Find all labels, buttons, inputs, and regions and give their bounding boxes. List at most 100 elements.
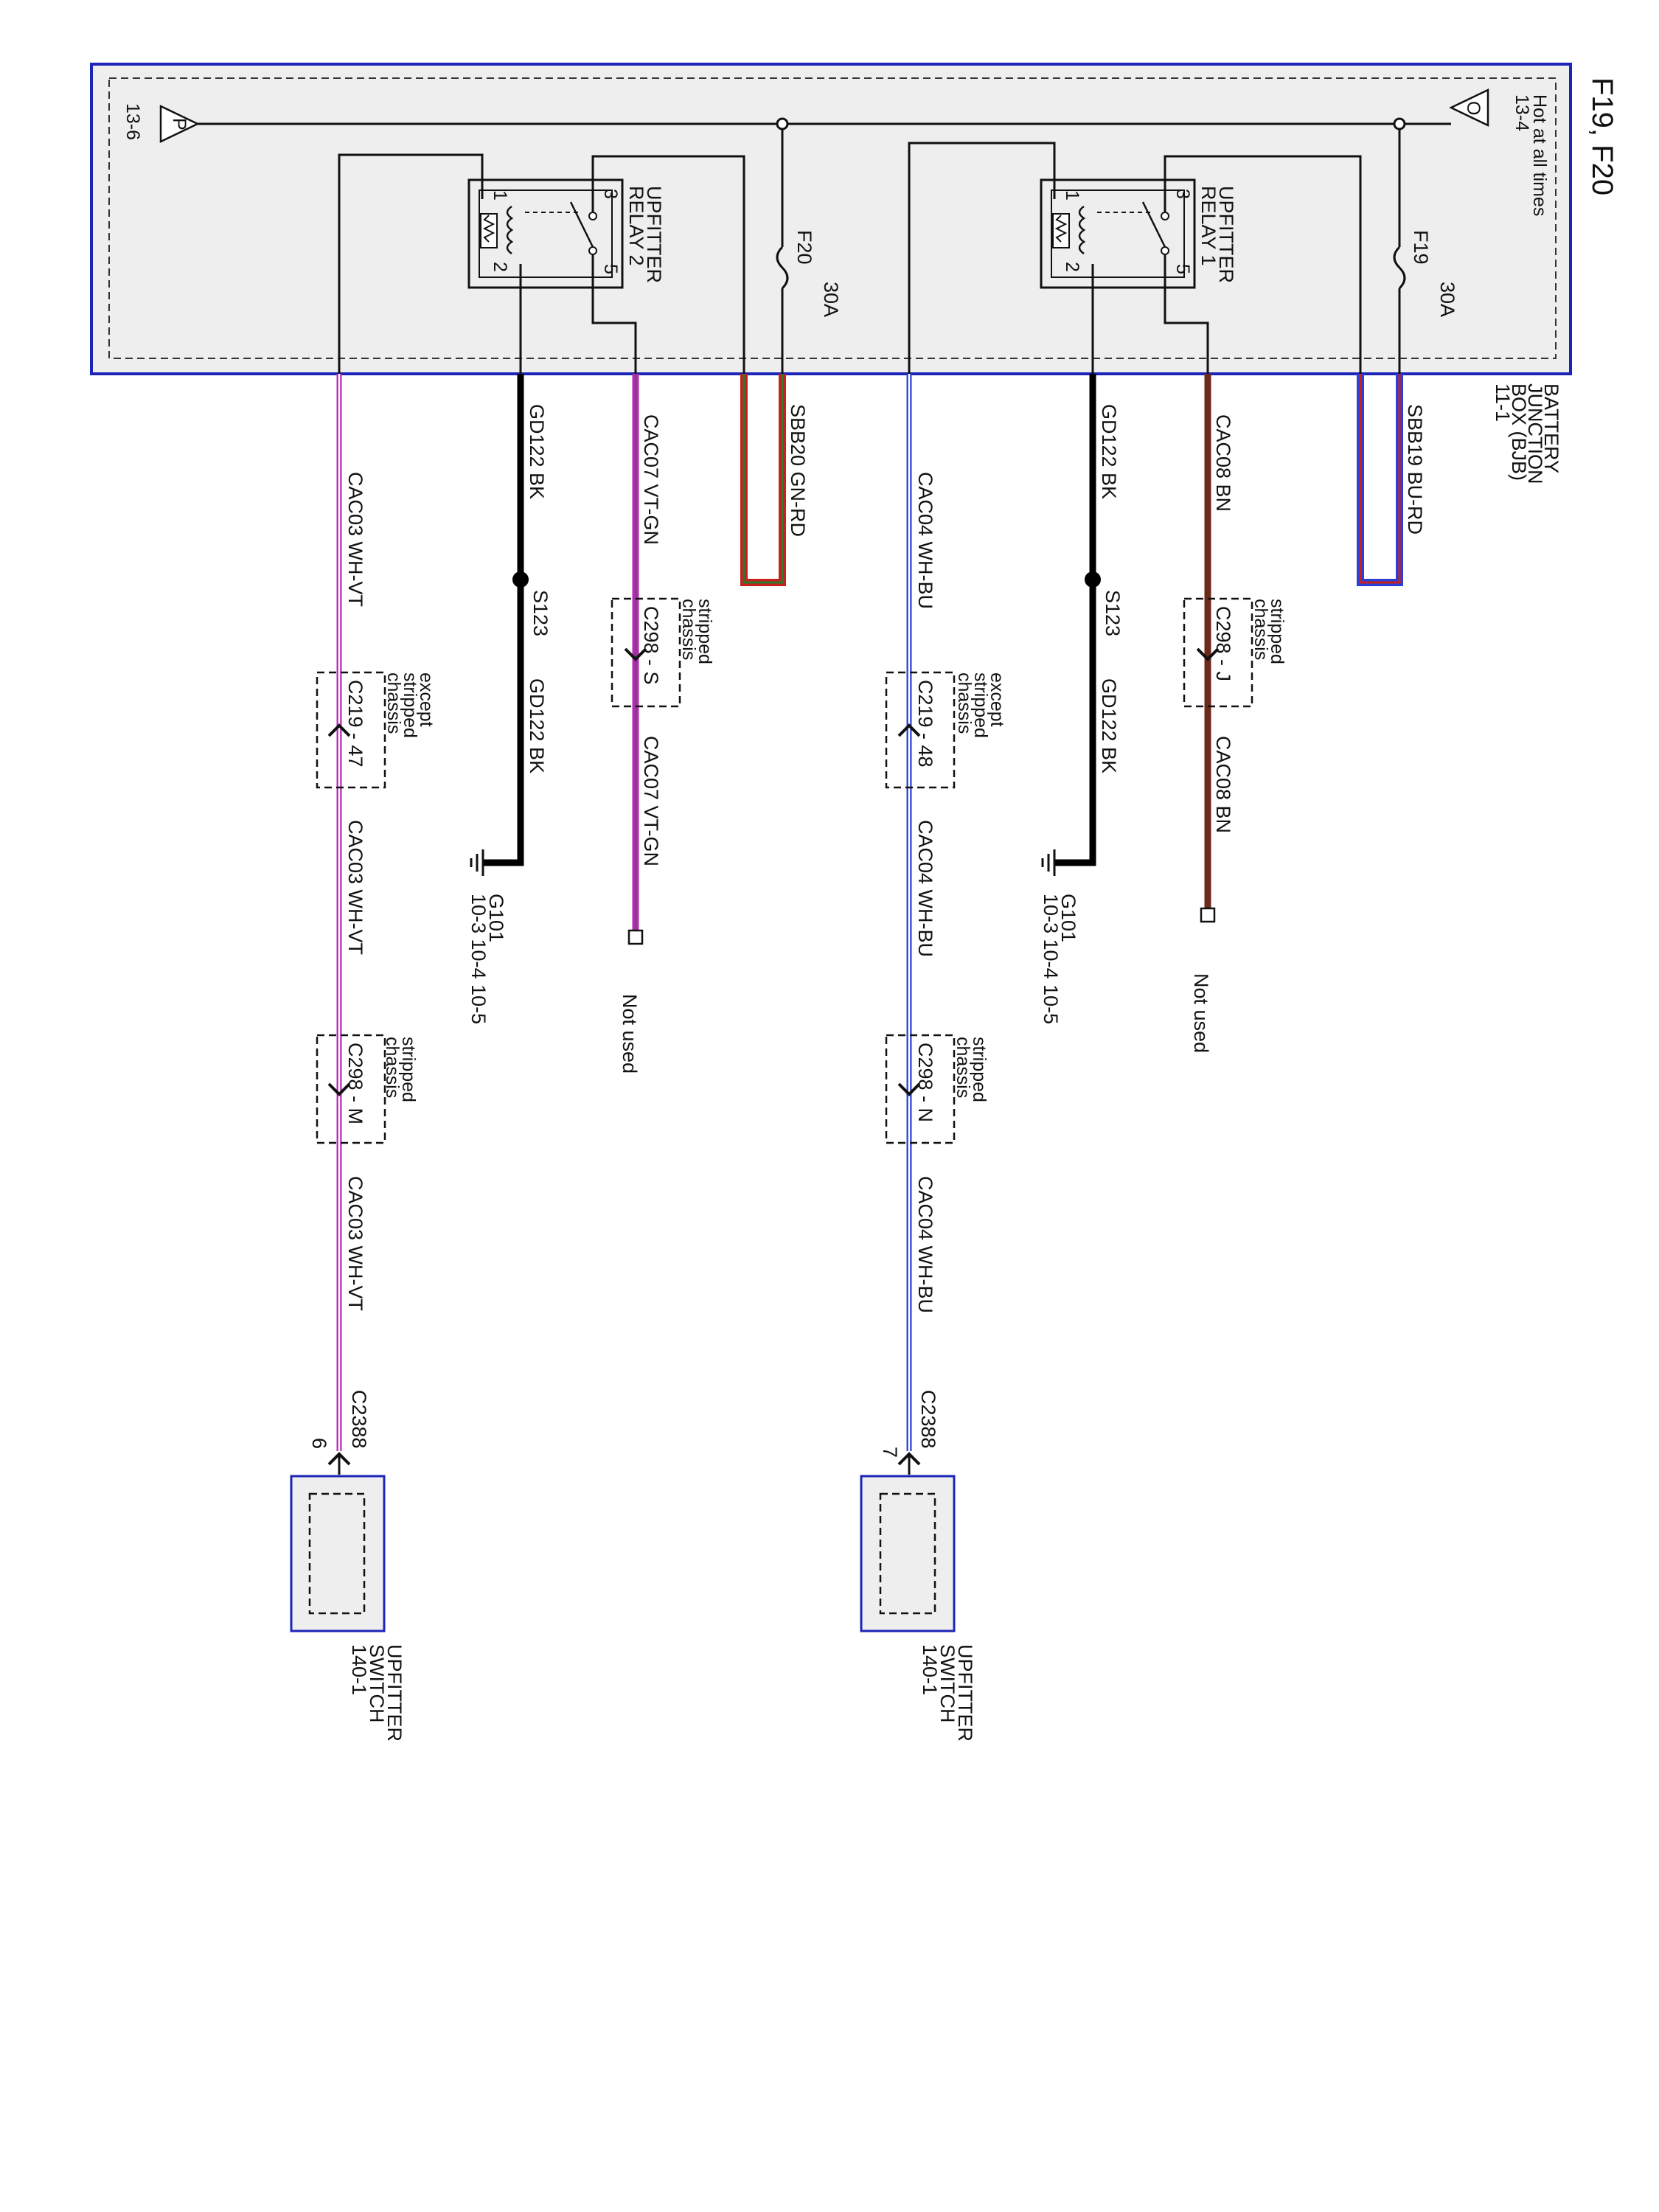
wire-cac03-label: CAC03 WH-VT <box>344 472 366 607</box>
svg-text:P: P <box>169 118 189 131</box>
hot-at-all-times-label: Hot at all times 13-4 <box>1512 94 1550 216</box>
c219-48-note: except stripped chassis <box>954 672 1007 738</box>
splice-s123-r2-label: S123 <box>529 590 552 636</box>
connector-c219-48 <box>885 671 956 789</box>
c219-47-note: except stripped chassis <box>383 672 437 738</box>
relay2-pin1-in <box>338 153 484 374</box>
svg-text:2: 2 <box>1062 262 1082 272</box>
relay2-pin5-out <box>591 254 637 374</box>
svg-text:F19: F19 <box>1410 230 1432 265</box>
svg-text:O: O <box>1463 101 1484 115</box>
fuse-f20-icon <box>776 246 789 290</box>
power-triangle-icon: P <box>159 105 200 143</box>
svg-text:F20: F20 <box>793 230 815 265</box>
wire-cac04-label-3: CAC04 WH-BU <box>914 1176 936 1313</box>
splice-s123-r1 <box>1085 571 1101 588</box>
connector-c298-s <box>611 597 681 708</box>
pin-7-label: 7 <box>879 1447 901 1458</box>
c298-s-note: stripped chassis <box>678 599 715 664</box>
ground-g101-r2-label: G101 10-3 10-4 10-5 <box>467 894 507 1024</box>
bjb-label: BATTERY JUNCTION BOX (BJB) 11-1 <box>1492 383 1562 484</box>
bus-node-f19 <box>1393 117 1406 131</box>
wire-gd122-r2-label: GD122 BK <box>526 404 548 499</box>
connector-c298-m-label: C298 - M <box>344 1043 366 1124</box>
svg-text:30A: 30A <box>1436 282 1458 317</box>
upfitter-relay-2: 1 2 3 5 <box>467 178 624 289</box>
connector-c219-47-label: C219 - 47 <box>344 680 366 768</box>
bus-node-f20 <box>776 117 789 131</box>
svg-text:11-1: 11-1 <box>1492 383 1514 422</box>
svg-text:stripped: stripped <box>398 1037 419 1102</box>
fuse-f19-label: F19 30A <box>1410 230 1458 317</box>
c298-j-note: stripped chassis <box>1251 599 1287 664</box>
connector-c2388-pin6-label: C2388 <box>348 1390 370 1449</box>
svg-text:RELAY 1: RELAY 1 <box>1197 186 1220 266</box>
wire-sbb20 <box>740 374 786 586</box>
svg-text:chassis: chassis <box>953 1037 973 1098</box>
cac07-not-used-terminal <box>627 929 644 945</box>
wire-cac08-label-2: CAC08 BN <box>1212 736 1234 833</box>
connector-c298-s-label: C298 - S <box>640 606 662 685</box>
upfitter-switch-left <box>290 1475 386 1632</box>
svg-text:140-1: 140-1 <box>348 1644 370 1695</box>
wire-cac03-label-3: CAC03 WH-VT <box>344 1176 366 1311</box>
svg-text:UPFITTER: UPFITTER <box>954 1644 976 1742</box>
cac08-not-used-label: Not used <box>1190 973 1212 1053</box>
svg-text:stripped: stripped <box>695 599 715 664</box>
svg-text:stripped: stripped <box>970 672 991 738</box>
fuse-f20-label: F20 30A <box>793 230 842 317</box>
svg-text:chassis: chassis <box>678 599 699 660</box>
wire-cac03-label-2: CAC03 WH-VT <box>344 820 366 955</box>
wire-gd122-r1-ground <box>1054 859 1096 866</box>
cac08-not-used-terminal <box>1200 907 1216 923</box>
svg-text:except: except <box>416 672 437 727</box>
upfitter-switch-left-label: UPFITTER SWITCH 140-1 <box>348 1644 406 1742</box>
svg-text:UPFITTER: UPFITTER <box>643 186 665 283</box>
relay1-pin1-in <box>908 142 1056 374</box>
svg-text:stripped: stripped <box>969 1037 990 1102</box>
wire-gd122-r1-label-2: GD122 BK <box>1098 678 1120 773</box>
svg-text:G101: G101 <box>1057 894 1079 942</box>
wire-cac04-label: CAC04 WH-BU <box>914 472 936 609</box>
svg-text:13-4: 13-4 <box>1512 94 1532 131</box>
relay-2-label: UPFITTER RELAY 2 <box>625 186 665 283</box>
svg-text:chassis: chassis <box>1251 599 1271 660</box>
svg-text:stripped: stripped <box>400 672 420 738</box>
svg-text:chassis: chassis <box>383 672 404 734</box>
connector-c298-s-icon <box>624 647 647 661</box>
ground-g101-r1-icon <box>1041 849 1056 876</box>
connector-c219-48-label: C219 - 48 <box>914 680 936 768</box>
wire-cac08-label: CAC08 BN <box>1212 414 1234 512</box>
svg-text:UPFITTER: UPFITTER <box>383 1644 406 1742</box>
connector-c298-n-label: C298 - N <box>914 1043 936 1122</box>
wire-gd122-r1-label: GD122 BK <box>1098 404 1120 499</box>
svg-text:5: 5 <box>1172 264 1193 274</box>
relay-1-label: UPFITTER RELAY 1 <box>1197 186 1237 283</box>
connector-c219-47-icon <box>327 723 351 737</box>
svg-text:30A: 30A <box>820 282 842 317</box>
ground-g101-r2-icon <box>470 849 484 876</box>
svg-text:10-3 10-4 10-5: 10-3 10-4 10-5 <box>1040 894 1062 1024</box>
svg-text:10-3 10-4 10-5: 10-3 10-4 10-5 <box>467 894 490 1024</box>
svg-text:stripped: stripped <box>1267 599 1287 664</box>
connector-c219-47 <box>316 671 386 789</box>
bjb-inner-dashed <box>108 77 1557 359</box>
connector-c298-n-icon <box>897 1082 921 1096</box>
svg-text:5: 5 <box>600 264 621 274</box>
svg-text:Hot at all times: Hot at all times <box>1529 94 1550 216</box>
fuse-f19-icon <box>1393 246 1406 290</box>
upfitter-switch-right <box>860 1475 956 1632</box>
c298-n-note: stripped chassis <box>953 1037 990 1102</box>
svg-text:JUNCTION: JUNCTION <box>1524 383 1546 484</box>
svg-text:140-1: 140-1 <box>919 1644 941 1695</box>
svg-text:UPFITTER: UPFITTER <box>1215 186 1237 283</box>
wire-sbb19 <box>1357 374 1403 586</box>
splice-s123-r2 <box>512 571 529 588</box>
wire-sbb19-label: SBB19 BU-RD <box>1404 404 1426 535</box>
svg-text:chassis: chassis <box>954 672 975 734</box>
connector-c298-j-label: C298 - J <box>1212 606 1234 681</box>
upfitter-switch-right-label: UPFITTER SWITCH 140-1 <box>919 1644 976 1742</box>
svg-text:SWITCH: SWITCH <box>936 1644 959 1722</box>
svg-text:3: 3 <box>1172 189 1193 199</box>
